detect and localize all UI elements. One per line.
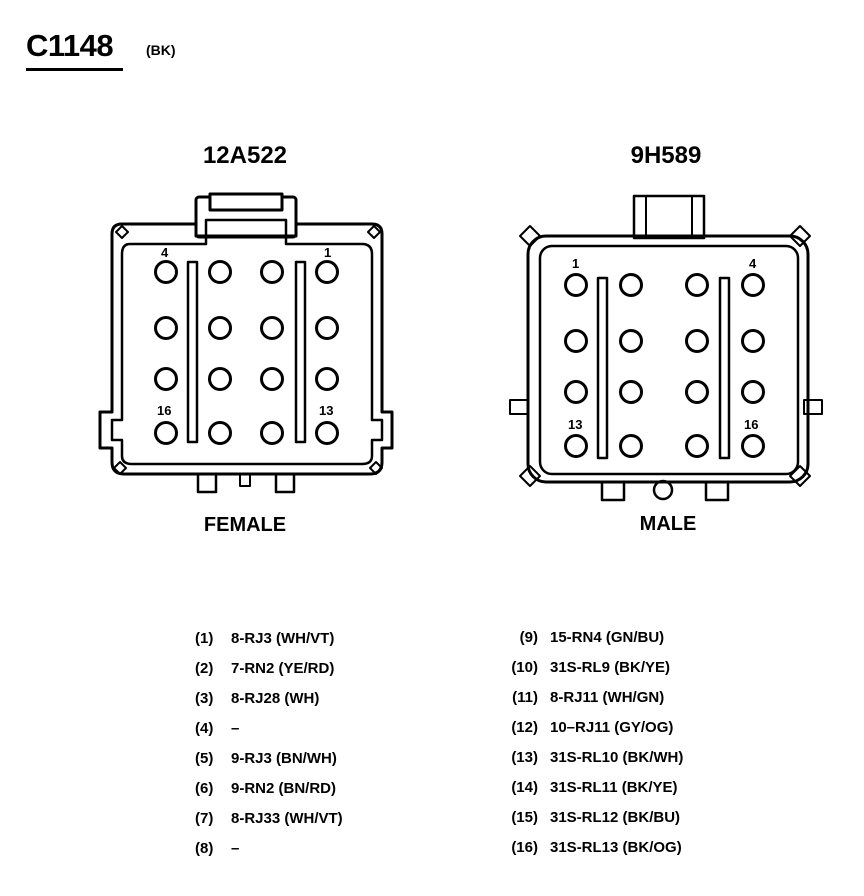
male-connector-face	[509, 194, 823, 502]
pin-number: (6)	[195, 780, 214, 797]
male-pin-label: 16	[744, 417, 758, 432]
male-pin-label: 1	[572, 256, 579, 271]
male-pin-label: 4	[749, 256, 757, 271]
circuit-label: 7-RN2 (YE/RD)	[231, 660, 335, 677]
circuit-label: 15-RN4 (GN/BU)	[550, 629, 665, 646]
male-pin	[685, 434, 709, 458]
male-pin	[619, 273, 643, 297]
male-pin	[741, 434, 765, 458]
pinout-row: (10) 31S-RL9 (BK/YE)	[494, 659, 670, 676]
circuit-label: 9-RJ3 (BN/WH)	[231, 750, 337, 767]
male-pin	[564, 329, 588, 353]
pin-number: (4)	[195, 720, 214, 737]
pinout-row: (13) 31S-RL10 (BK/WH)	[494, 749, 683, 766]
pinout-row: (4)–	[195, 720, 239, 737]
pinout-row: (9) 15-RN4 (GN/BU)	[494, 629, 665, 646]
male-pin	[619, 329, 643, 353]
male-pin	[741, 329, 765, 353]
circuit-label: 9-RN2 (BN/RD)	[231, 780, 336, 797]
pin-number: (10)	[511, 659, 538, 676]
circuit-label: 31S-RL13 (BK/OG)	[550, 839, 682, 856]
right-connector-gender: MALE	[639, 513, 697, 535]
female-pin	[154, 260, 178, 284]
circuit-label: 31S-RL11 (BK/YE)	[550, 779, 678, 796]
pin-number: (2)	[195, 660, 214, 677]
connector-color-code: (BK)	[146, 42, 176, 58]
pinout-row: (5) 9-RJ3 (BN/WH)	[195, 750, 337, 767]
female-pin-label: 13	[319, 403, 333, 418]
female-pin	[154, 367, 178, 391]
pin-number: (13)	[511, 749, 538, 766]
pin-number: (1)	[195, 630, 214, 647]
female-connector-face	[98, 192, 394, 494]
pinout-row: (8)–	[195, 840, 239, 857]
pinout-row: (1) 8-RJ3 (WH/VT)	[195, 630, 334, 647]
circuit-label: 8-RJ28 (WH)	[231, 690, 320, 707]
female-pin	[154, 421, 178, 445]
left-connector-gender: FEMALE	[203, 514, 287, 536]
female-pin	[208, 367, 232, 391]
connector-title: C1148	[26, 28, 114, 63]
female-pin	[208, 260, 232, 284]
circuit-label: 8-RJ11 (WH/GN)	[550, 689, 665, 706]
pinout-row: (6) 9-RN2 (BN/RD)	[195, 780, 336, 797]
female-pin	[260, 316, 284, 340]
female-pin	[260, 260, 284, 284]
circuit-label: 31S-RL9 (BK/YE)	[550, 659, 671, 676]
pin-number: (5)	[195, 750, 214, 767]
female-pin-label: 4	[161, 245, 169, 260]
female-pin	[154, 316, 178, 340]
female-pin	[260, 367, 284, 391]
male-pin	[685, 329, 709, 353]
pin-number: (11)	[512, 689, 538, 706]
female-pin	[208, 316, 232, 340]
pin-number: (8)	[195, 840, 214, 857]
circuit-label: 31S-RL10 (BK/WH)	[550, 749, 684, 766]
pinout-row: (11) 8-RJ11 (WH/GN)	[494, 689, 664, 706]
pin-number: (15)	[511, 809, 538, 826]
pinout-row: (16) 31S-RL13 (BK/OG)	[494, 839, 682, 856]
pin-number: (7)	[195, 810, 214, 827]
pinout-row: (2) 7-RN2 (YE/RD)	[195, 660, 334, 677]
left-connector-part-number: 12A522	[202, 142, 288, 169]
male-pin	[741, 380, 765, 404]
pin-number: (16)	[511, 839, 538, 856]
pin-number: (9)	[519, 629, 538, 646]
male-pin	[564, 380, 588, 404]
circuit-label: –	[231, 840, 240, 857]
male-pin	[685, 380, 709, 404]
circuit-label: 31S-RL12 (BK/BU)	[550, 809, 681, 826]
male-pin-label: 13	[568, 417, 582, 432]
circuit-label: –	[231, 720, 240, 737]
male-pin	[564, 434, 588, 458]
pinout-row: (3) 8-RJ28 (WH)	[195, 690, 319, 707]
pin-number: (12)	[511, 719, 538, 736]
female-pin	[315, 367, 339, 391]
male-pin	[685, 273, 709, 297]
circuit-label: 8-RJ33 (WH/VT)	[231, 810, 343, 827]
right-connector-part-number: 9H589	[630, 142, 702, 169]
circuit-label: 8-RJ3 (WH/VT)	[231, 630, 335, 647]
female-pin-label: 16	[157, 403, 171, 418]
pin-number: (14)	[511, 779, 538, 796]
female-pin	[315, 260, 339, 284]
female-pin	[315, 421, 339, 445]
pinout-row: (15) 31S-RL12 (BK/BU)	[494, 809, 680, 826]
male-pin	[619, 380, 643, 404]
pinout-row: (7) 8-RJ33 (WH/VT)	[195, 810, 343, 827]
female-pin-label: 1	[324, 245, 331, 260]
female-pin	[260, 421, 284, 445]
pinout-row: (14) 31S-RL11 (BK/YE)	[494, 779, 678, 796]
female-pin	[208, 421, 232, 445]
male-pin	[564, 273, 588, 297]
pin-number: (3)	[195, 690, 214, 707]
title-underline	[26, 68, 123, 71]
female-pin	[315, 316, 339, 340]
pinout-row: (12) 10–RJ11 (GY/OG)	[494, 719, 673, 736]
male-pin	[741, 273, 765, 297]
circuit-label: 10–RJ11 (GY/OG)	[550, 719, 674, 736]
male-pin	[619, 434, 643, 458]
